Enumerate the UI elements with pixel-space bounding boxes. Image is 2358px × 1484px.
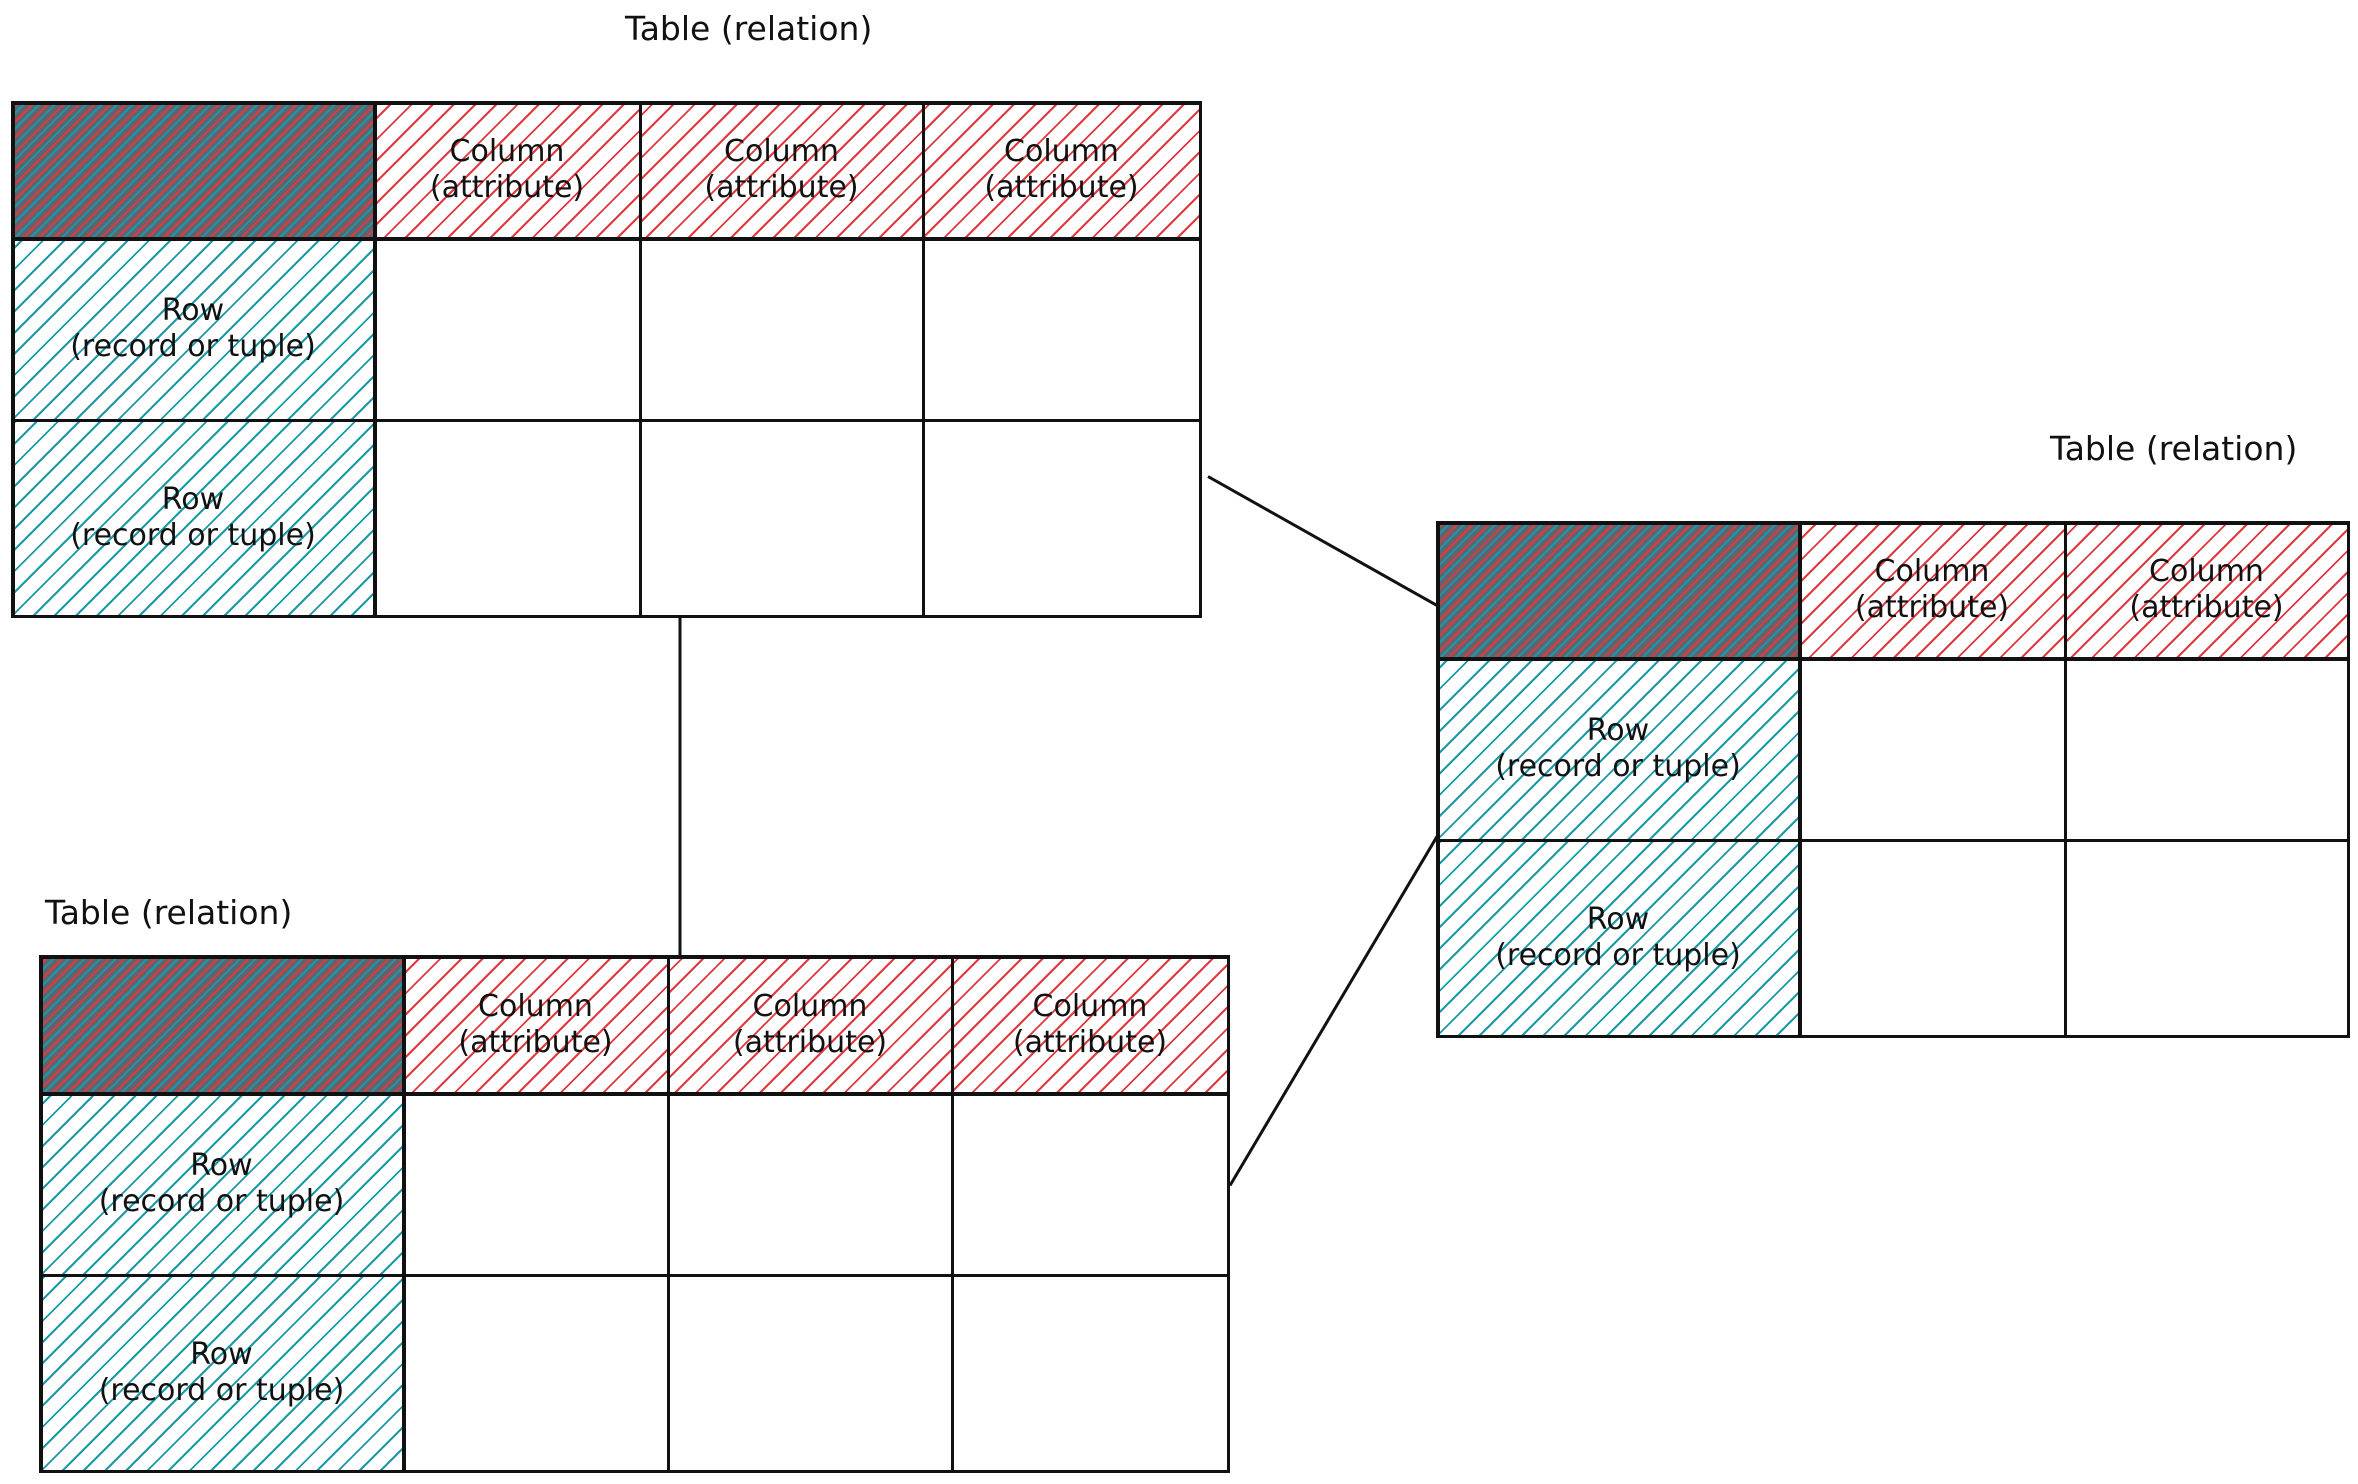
grid-line-horizontal (39, 1274, 1230, 1277)
connector-top-bottom (678, 616, 682, 957)
grid-line-horizontal (1436, 839, 2350, 842)
cell-line-1: Row (190, 1337, 253, 1372)
row-header-cell: Row(record or tuple) (12, 420, 374, 616)
row-header-cell: Row(record or tuple) (1437, 840, 1799, 1036)
grid-line-horizontal (39, 1092, 1230, 1096)
grid-line-vertical (1199, 101, 1202, 618)
cell-line-1: Column (752, 988, 868, 1024)
grid-line-horizontal (1436, 1035, 2350, 1038)
column-header-cell: Column(attribute) (640, 102, 923, 238)
row-header-cell: Row(record or tuple) (1437, 658, 1799, 840)
cell-line-2: (record or tuple) (98, 1184, 345, 1219)
cell-line-1: Row (1586, 713, 1650, 748)
cell-line-2: (attribute) (458, 1024, 613, 1060)
grid-line-horizontal (11, 101, 1202, 105)
cell-line-1: Row (161, 482, 225, 517)
grid-line-horizontal (11, 237, 1202, 241)
grid-line-horizontal (1436, 657, 2350, 661)
cell-line-2: (attribute) (704, 170, 859, 205)
cell-line-2: (attribute) (1012, 1024, 1168, 1060)
cell-line-1: Row (1586, 902, 1650, 937)
grid-line-vertical (2064, 521, 2067, 1038)
cell-line-2: (attribute) (2129, 590, 2284, 625)
cell-line-2: (record or tuple) (70, 518, 316, 553)
column-header-cell: Column(attribute) (668, 956, 952, 1093)
cell-line-2: (attribute) (732, 1024, 888, 1060)
grid-line-vertical (639, 101, 642, 618)
grid-line-horizontal (39, 1470, 1230, 1473)
column-header-cell: Column(attribute) (1799, 522, 2065, 658)
row-header-cell: Row(record or tuple) (40, 1093, 403, 1275)
cell-line-1: Column (1004, 134, 1119, 169)
cell-line-2: (attribute) (429, 170, 585, 205)
cell-line-2: (attribute) (1854, 590, 2010, 625)
grid-line-vertical (39, 955, 43, 1473)
grid-line-vertical (402, 955, 406, 1473)
grid-line-vertical (11, 101, 15, 618)
grid-line-vertical (1436, 521, 1440, 1038)
cell-line-1: Row (190, 1148, 253, 1183)
column-header-cell: Column(attribute) (923, 102, 1200, 238)
table-corner-cell (40, 956, 403, 1093)
grid-line-vertical (373, 101, 377, 618)
table-corner-cell (12, 102, 374, 238)
grid-line-vertical (1227, 955, 1230, 1473)
grid-line-horizontal (11, 419, 1202, 422)
row-header-cell: Row(record or tuple) (40, 1275, 403, 1471)
grid-line-vertical (2347, 521, 2350, 1038)
column-header-cell: Column(attribute) (374, 102, 640, 238)
grid-line-horizontal (1436, 521, 2350, 525)
cell-line-2: (record or tuple) (1495, 749, 1741, 784)
cell-line-2: (record or tuple) (98, 1373, 345, 1408)
row-header-cell: Row(record or tuple) (12, 238, 374, 420)
column-header-cell: Column(attribute) (2065, 522, 2348, 658)
grid-line-horizontal (11, 615, 1202, 618)
cell-line-1: Row (161, 293, 225, 328)
cell-line-2: (record or tuple) (70, 329, 316, 364)
connector-bottom-right (1228, 835, 1439, 1187)
table-title-top: Table (relation) (625, 9, 873, 48)
column-header-cell: Column(attribute) (952, 956, 1228, 1093)
cell-line-1: Column (2149, 554, 2264, 589)
cell-line-1: Column (1874, 554, 1990, 589)
cell-line-2: (record or tuple) (1495, 938, 1741, 973)
cell-line-1: Column (478, 988, 593, 1024)
table-corner-cell (1437, 522, 1799, 658)
cell-line-1: Column (449, 134, 565, 169)
grid-line-vertical (922, 101, 925, 618)
connector-top-right (1207, 475, 1438, 607)
cell-line-2: (attribute) (984, 170, 1139, 205)
cell-line-1: Column (724, 134, 839, 169)
grid-line-vertical (1798, 521, 1802, 1038)
cell-line-1: Column (1032, 988, 1148, 1024)
grid-line-vertical (667, 955, 670, 1473)
column-header-cell: Column(attribute) (403, 956, 668, 1093)
table-title-bottom: Table (relation) (45, 893, 293, 932)
table-title-right: Table (relation) (2050, 429, 2298, 468)
grid-line-vertical (951, 955, 954, 1473)
grid-line-horizontal (39, 955, 1230, 959)
